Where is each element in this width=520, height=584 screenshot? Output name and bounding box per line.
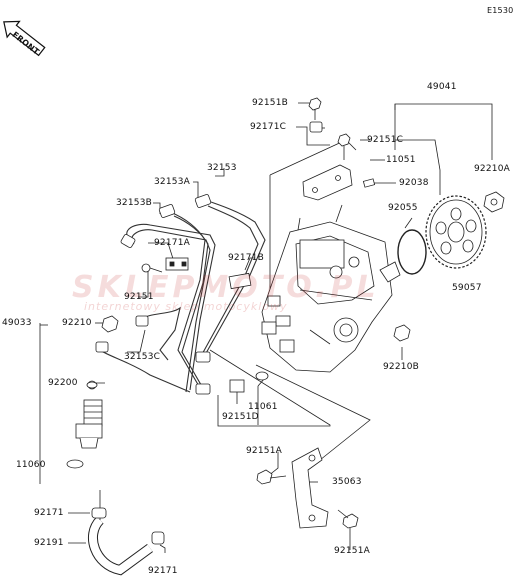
nut-92210a-icon — [483, 191, 505, 213]
part-label-49041[interactable]: 49041 — [427, 82, 457, 92]
clamp-92171-icon — [91, 507, 107, 519]
bolt-92151d-icon — [229, 379, 245, 404]
bolt-92151b-icon — [308, 97, 322, 120]
bolt-92151a-top-icon — [256, 469, 287, 485]
bolt-92151-icon — [141, 263, 163, 273]
part-label-11061[interactable]: 11061 — [248, 402, 278, 412]
part-label-92210[interactable]: 92210 — [62, 318, 92, 328]
washer-11061-icon — [255, 371, 269, 381]
part-label-11051[interactable]: 11051 — [386, 155, 416, 165]
diagram-code: E1530 — [487, 6, 514, 15]
part-label-92171-bottom[interactable]: 92171 — [148, 566, 178, 576]
part-label-92151a-top[interactable]: 92151A — [246, 446, 282, 456]
front-arrow-icon — [3, 20, 46, 57]
oring-92055-icon — [397, 229, 427, 275]
part-label-92210a[interactable]: 92210A — [474, 164, 510, 174]
part-label-32153c[interactable]: 32153C — [124, 352, 161, 362]
watermark-main: SKLEPMOTO.PL — [72, 270, 380, 305]
part-label-32153[interactable]: 32153 — [207, 163, 237, 173]
nut-92210-icon — [101, 315, 119, 333]
part-label-92151[interactable]: 92151 — [124, 292, 154, 302]
nut-92210b-icon — [393, 324, 411, 342]
part-label-49033[interactable]: 49033 — [2, 318, 32, 328]
part-label-35063[interactable]: 35063 — [332, 477, 362, 487]
part-label-92151c[interactable]: 92151C — [367, 135, 404, 145]
part-label-92055[interactable]: 92055 — [388, 203, 418, 213]
clamp-92171-bottom-icon — [151, 531, 165, 545]
part-label-32153a[interactable]: 32153A — [154, 177, 190, 187]
bolt-92151c-icon — [337, 133, 351, 160]
bracket-35063-icon — [291, 447, 329, 529]
part-label-92171c[interactable]: 92171C — [250, 122, 287, 132]
part-label-92038[interactable]: 92038 — [399, 178, 429, 188]
part-label-92151d[interactable]: 92151D — [222, 412, 259, 422]
part-label-92200[interactable]: 92200 — [48, 378, 78, 388]
hose-92191-icon — [87, 490, 153, 576]
watermark-sub: internetowy sklep motocyklowy — [84, 300, 288, 313]
part-label-92171[interactable]: 92171 — [34, 508, 64, 518]
part-label-92210b[interactable]: 92210B — [383, 362, 420, 372]
part-label-92151b[interactable]: 92151B — [252, 98, 289, 108]
gear-59057-icon — [425, 195, 487, 269]
bolt-92151a-bottom-icon — [337, 509, 359, 529]
washer-11060-icon — [66, 459, 84, 469]
clip-92171c-icon — [309, 121, 323, 133]
part-label-32153b[interactable]: 32153B — [116, 198, 153, 208]
key-92038-icon — [362, 178, 376, 188]
part-label-92171a[interactable]: 92171A — [154, 238, 190, 248]
injector-92200-icon — [75, 380, 103, 449]
part-label-92191[interactable]: 92191 — [34, 538, 64, 548]
bracket-11051-icon — [302, 164, 353, 201]
part-label-11060[interactable]: 11060 — [16, 460, 46, 470]
part-label-92171b[interactable]: 92171B — [228, 253, 265, 263]
part-label-92151a-bottom[interactable]: 92151A — [334, 546, 370, 556]
injection-pump-icon — [261, 204, 401, 373]
part-label-59057[interactable]: 59057 — [452, 283, 482, 293]
